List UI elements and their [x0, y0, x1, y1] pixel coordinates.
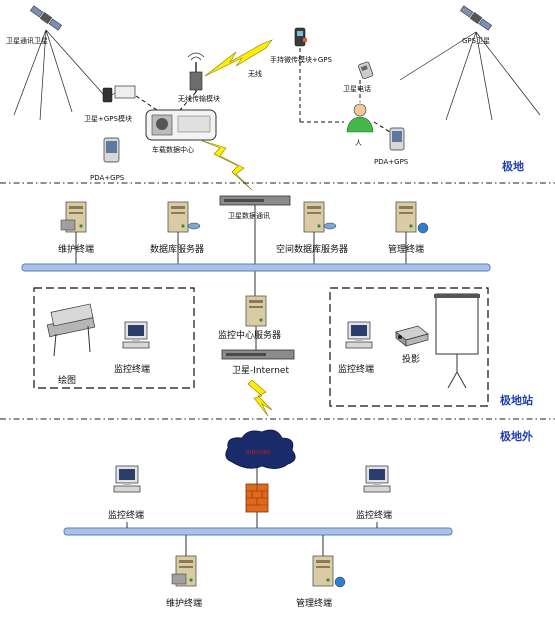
outside-bus: [63, 527, 453, 536]
sat-phone-label: 卫星电话: [343, 84, 371, 93]
pda-right-icon: [389, 127, 405, 151]
gps-satellite-beams: [399, 31, 541, 121]
vehicle-lightning-icon: [199, 139, 253, 191]
spatial-db-server-label: 空间数据库服务器: [276, 243, 348, 255]
person-label: 人: [355, 139, 362, 147]
gps-satellite-icon: [459, 4, 493, 32]
internet-label: Internet: [246, 449, 270, 456]
zone-label-base: 极地: [502, 159, 524, 173]
projector-label: 投影: [402, 353, 420, 365]
mgmt-terminal-top-icon: [395, 201, 429, 234]
wireless-label: 无线: [248, 69, 262, 78]
maint-terminal-bottom-icon: [171, 555, 197, 587]
monitor-terminal-left-label: 监控终端: [114, 363, 150, 375]
monitor-server-label: 监控中心服务器: [218, 329, 281, 341]
zone-label-station: 极地站: [500, 393, 533, 407]
maint-terminal-bottom-label: 维护终端: [166, 597, 202, 609]
handheld-module-label: 手持微传模块+GPS: [270, 55, 333, 64]
sat-phone-icon: [358, 61, 374, 80]
comm-satellite-beams: [13, 29, 105, 121]
vehicle-center-label: 车载数据中心: [152, 145, 194, 154]
wireless-module-label: 无线传输模块: [178, 94, 220, 103]
spatial-db-server-icon: [303, 201, 337, 233]
sat-internet-label: 卫星-Internet: [232, 365, 289, 376]
maint-terminal-top-icon: [60, 201, 87, 233]
monitor-server-icon: [245, 295, 267, 327]
monitor-terminal-br-icon: [363, 465, 391, 493]
station-bus: [21, 263, 491, 272]
db-server-icon: [167, 201, 201, 233]
wireless-lightning-icon: [204, 39, 273, 77]
projector-icon: [395, 325, 429, 347]
pda-left-label: PDA+GPS: [90, 174, 125, 182]
pda-left-icon: [103, 137, 120, 163]
sat-internet-router-icon: [221, 349, 295, 360]
wireless-dashed-links: [135, 48, 391, 133]
sat-data-router-icon: [219, 195, 291, 206]
wireless-module-icon: [187, 52, 205, 92]
sat-gps-module-icon: [102, 85, 136, 103]
plotter-label: 绘图: [58, 374, 76, 386]
plotter-icon: [46, 303, 96, 357]
person-icon: [346, 103, 374, 133]
handheld-module-icon: [294, 27, 307, 47]
monitor-terminal-bl-icon: [113, 465, 141, 493]
comm-satellite-label: 卫星通讯卫星: [6, 36, 48, 45]
top-bus-drops: [75, 205, 407, 296]
internet-lightning-icon: [247, 379, 273, 417]
monitor-terminal-left-icon: [122, 321, 150, 349]
sat-data-router-label: 卫星数据通讯: [228, 211, 270, 220]
monitor-terminal-br-label: 监控终端: [356, 509, 392, 521]
internet-cloud-icon: [225, 429, 296, 469]
comm-satellite-icon: [29, 4, 63, 32]
sat-gps-module-label: 卫星+GPS模块: [84, 114, 132, 123]
vehicle-center-icon: [145, 109, 217, 141]
monitor-terminal-right-label: 监控终端: [338, 363, 374, 375]
pda-right-label: PDA+GPS: [374, 158, 409, 166]
monitor-terminal-right-icon: [345, 321, 373, 349]
zone-label-outside: 极地外: [500, 429, 533, 443]
left-dashed-box: [33, 287, 195, 389]
gps-satellite-label: GPS卫星: [462, 37, 490, 45]
right-dashed-box: [329, 287, 489, 407]
bottom-bus-drops: [126, 512, 378, 556]
db-server-label: 数据库服务器: [150, 243, 204, 255]
mgmt-terminal-bottom-icon: [312, 555, 346, 588]
mgmt-terminal-bottom-label: 管理终端: [296, 597, 332, 609]
firewall-icon: [245, 483, 269, 513]
projection-screen-icon: [434, 293, 480, 389]
monitor-terminal-bl-label: 监控终端: [108, 509, 144, 521]
